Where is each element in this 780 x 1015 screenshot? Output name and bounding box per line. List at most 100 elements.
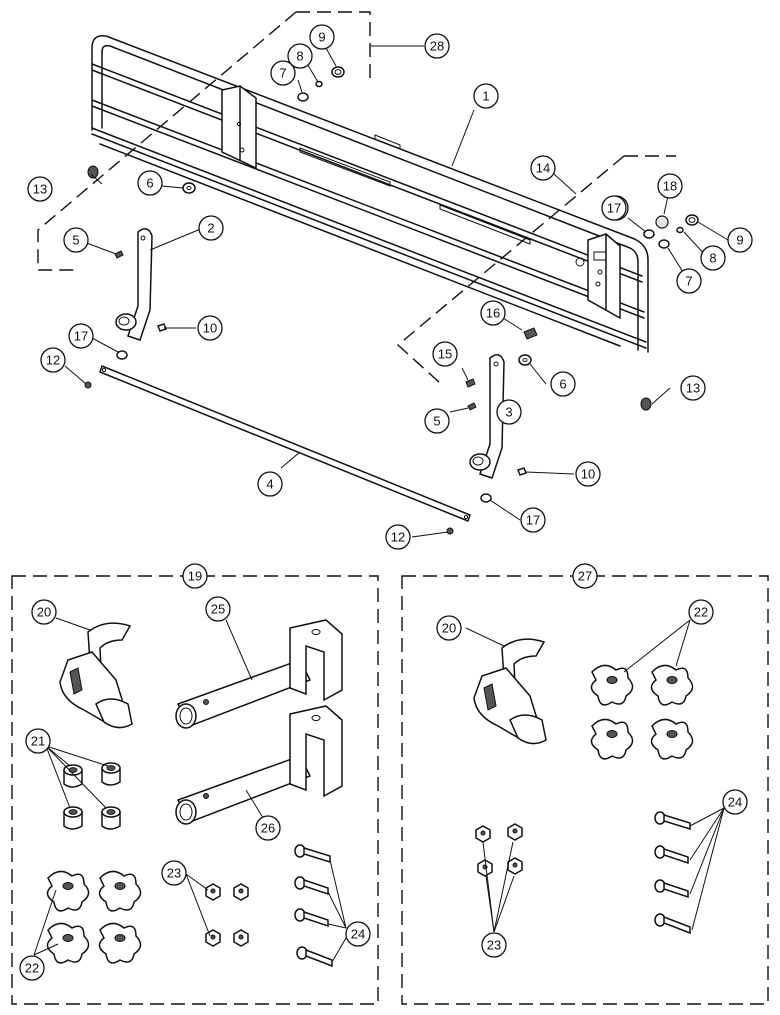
callout-10a: 10 xyxy=(197,315,223,341)
svg-text:19: 19 xyxy=(188,569,202,584)
bolts-right xyxy=(654,811,691,935)
tube-bracket-26 xyxy=(175,705,343,825)
callout-9b: 9 xyxy=(727,227,753,253)
svg-text:17: 17 xyxy=(607,201,621,216)
hex-nuts-right xyxy=(475,823,523,877)
callout-10b: 10 xyxy=(575,461,601,487)
svg-text:27: 27 xyxy=(578,569,592,584)
svg-text:28: 28 xyxy=(430,39,444,54)
callout-6b: 6 xyxy=(550,371,576,397)
svg-text:23: 23 xyxy=(487,938,501,953)
svg-text:8: 8 xyxy=(296,49,303,64)
svg-text:5: 5 xyxy=(433,414,440,429)
svg-text:15: 15 xyxy=(438,347,452,362)
svg-text:24: 24 xyxy=(351,927,365,942)
callout-20b: 20 xyxy=(436,615,462,641)
leader-lines-box-27 xyxy=(465,619,725,933)
star-knobs-right xyxy=(590,664,694,760)
callout-20a: 20 xyxy=(31,599,57,625)
kit-box-19 xyxy=(11,575,379,1005)
callout-12b: 12 xyxy=(385,524,411,550)
callout-8b: 8 xyxy=(700,245,726,271)
callout-17a: 17 xyxy=(68,323,94,349)
end-cap-right xyxy=(640,397,652,411)
svg-text:10: 10 xyxy=(581,467,595,482)
callout-28: 28 xyxy=(424,33,450,59)
svg-text:12: 12 xyxy=(46,353,60,368)
kit-box-27 xyxy=(401,575,769,1005)
callout-8a: 8 xyxy=(287,43,313,69)
svg-text:14: 14 xyxy=(536,161,550,176)
svg-text:20: 20 xyxy=(37,605,51,620)
svg-text:22: 22 xyxy=(25,961,39,976)
svg-text:3: 3 xyxy=(505,405,512,420)
callout-18: 18 xyxy=(657,173,683,199)
callout-26: 26 xyxy=(255,815,281,841)
callout-23b: 23 xyxy=(481,932,507,958)
svg-text:2: 2 xyxy=(207,221,214,236)
callout-25: 25 xyxy=(205,596,231,622)
callout-5a: 5 xyxy=(63,227,89,253)
svg-text:7: 7 xyxy=(279,66,286,81)
leader-lines-box-19 xyxy=(33,617,347,963)
group-label-27: 27 xyxy=(572,563,598,589)
callout-4: 4 xyxy=(257,471,283,497)
svg-text:17: 17 xyxy=(74,329,88,344)
tube-bracket-25 xyxy=(175,619,343,729)
star-knobs-left xyxy=(46,870,142,964)
bolts-left xyxy=(294,844,333,968)
hardware-top xyxy=(84,66,699,535)
svg-text:9: 9 xyxy=(736,233,743,248)
svg-text:9: 9 xyxy=(318,30,325,45)
callout-2: 2 xyxy=(198,215,224,241)
rail-frame xyxy=(91,35,649,353)
callout-13b: 13 xyxy=(680,375,706,401)
svg-text:4: 4 xyxy=(266,477,273,492)
clamp-bracket-left xyxy=(59,622,133,729)
callout-3: 3 xyxy=(496,399,522,425)
callout-13a: 13 xyxy=(27,176,53,202)
svg-text:22: 22 xyxy=(694,605,708,620)
svg-text:8: 8 xyxy=(709,251,716,266)
callout-17c: 17 xyxy=(601,195,627,221)
callout-21: 21 xyxy=(25,728,51,754)
svg-text:13: 13 xyxy=(686,381,700,396)
svg-text:6: 6 xyxy=(559,377,566,392)
callout-9a: 9 xyxy=(309,24,335,50)
svg-text:10: 10 xyxy=(203,321,217,336)
svg-text:6: 6 xyxy=(146,176,153,191)
dashed-group-28 xyxy=(37,11,371,271)
right-arm xyxy=(469,354,505,479)
svg-text:13: 13 xyxy=(33,182,47,197)
callout-16: 16 xyxy=(480,300,506,326)
svg-text:24: 24 xyxy=(728,795,742,810)
callout-22a: 22 xyxy=(19,955,45,981)
group-label-19: 19 xyxy=(182,563,208,589)
callout-7c: 7 xyxy=(676,268,702,294)
callout-6a: 6 xyxy=(137,170,163,196)
svg-text:5: 5 xyxy=(72,233,79,248)
callout-12a: 12 xyxy=(40,347,66,373)
svg-text:20: 20 xyxy=(442,621,456,636)
callout-17b: 17 xyxy=(520,507,546,533)
hex-nuts-left xyxy=(205,883,249,947)
callout-1: 1 xyxy=(473,83,499,109)
svg-text:25: 25 xyxy=(211,602,225,617)
link-bar xyxy=(99,365,471,522)
callout-14: 14 xyxy=(530,155,556,181)
left-bracket xyxy=(221,85,257,170)
callout-15: 15 xyxy=(432,341,458,367)
svg-text:1: 1 xyxy=(482,89,489,104)
svg-text:16: 16 xyxy=(486,306,500,321)
callout-24b: 24 xyxy=(722,789,748,815)
svg-text:21: 21 xyxy=(31,734,45,749)
end-cap-left xyxy=(87,165,99,179)
right-bracket xyxy=(575,233,621,320)
svg-text:7: 7 xyxy=(685,274,692,289)
clamp-bracket-right xyxy=(473,638,547,745)
leader-lines-top xyxy=(64,45,729,538)
left-arm xyxy=(115,228,153,341)
svg-text:12: 12 xyxy=(391,530,405,545)
